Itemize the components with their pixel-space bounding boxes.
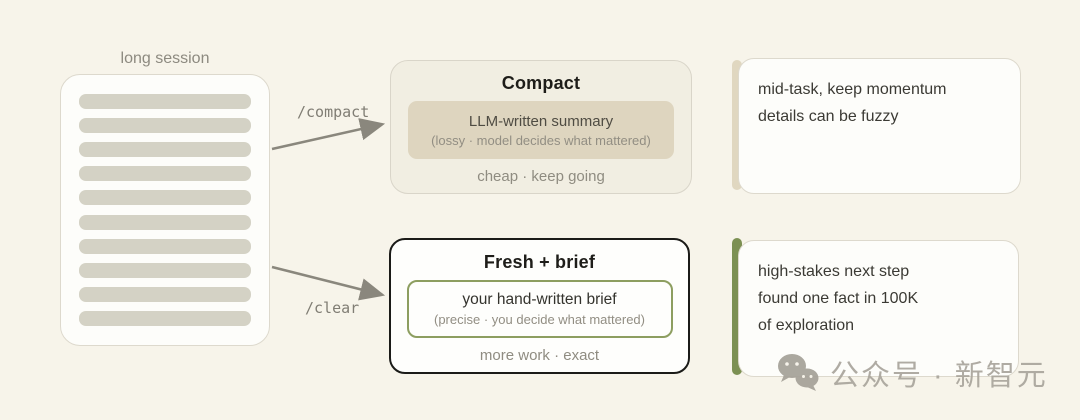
fresh-box-title: Fresh + brief bbox=[483, 252, 596, 272]
hand-written-brief-chip: your hand-written brief (precise · you d… bbox=[406, 280, 673, 338]
compact-box: Compact LLM-written summary (lossy · mod… bbox=[390, 60, 692, 194]
compact-note-card: mid-task, keep momentum details can be f… bbox=[738, 58, 1021, 194]
document-line bbox=[79, 286, 251, 302]
compact-arrow bbox=[271, 118, 386, 151]
document-line bbox=[79, 94, 251, 109]
document-line bbox=[79, 238, 251, 254]
note-line: of exploration bbox=[758, 317, 855, 334]
compact-note-accent bbox=[732, 60, 742, 190]
fresh-box-footer: more work · exact bbox=[479, 347, 600, 364]
document-lines bbox=[79, 94, 251, 326]
watermark-text: 公众号 · 新智元 bbox=[830, 360, 1048, 392]
llm-summary-label: LLM-written summary bbox=[468, 112, 614, 130]
long-session-document bbox=[60, 74, 270, 346]
document-line bbox=[79, 262, 251, 278]
document-line bbox=[79, 142, 251, 158]
clear-command-label: /clear bbox=[305, 299, 360, 317]
clear-note-card: high-stakes next step found one fact in … bbox=[738, 240, 1019, 377]
note-line: details can be fuzzy bbox=[758, 108, 899, 125]
note-line: high-stakes next step bbox=[758, 263, 910, 280]
note-line: mid-task, keep momentum bbox=[758, 81, 947, 98]
document-line bbox=[79, 118, 251, 134]
llm-summary-chip: LLM-written summary (lossy · model decid… bbox=[408, 101, 674, 159]
fresh-box: Fresh + brief your hand-written brief (p… bbox=[389, 238, 690, 374]
compact-box-footer: cheap · keep going bbox=[477, 168, 605, 185]
llm-summary-sublabel: (lossy · model decides what mattered) bbox=[431, 132, 651, 148]
hand-written-brief-label: your hand-written brief bbox=[462, 291, 617, 308]
hand-written-brief-sublabel: (precise · you decide what mattered) bbox=[434, 312, 645, 327]
clear-arrow bbox=[271, 265, 386, 301]
compact-box-title: Compact bbox=[501, 73, 581, 93]
watermark: 公众号 · 新智元 bbox=[776, 352, 1048, 394]
document-line bbox=[79, 214, 251, 230]
clear-note-accent bbox=[732, 238, 742, 375]
compact-command-label: /compact bbox=[297, 103, 370, 121]
wechat-icon bbox=[778, 354, 819, 391]
note-line: found one fact in 100K bbox=[758, 290, 919, 307]
document-line bbox=[79, 190, 251, 206]
document-line bbox=[79, 310, 251, 326]
long-session-label: long session bbox=[120, 50, 210, 67]
document-line bbox=[79, 166, 251, 182]
